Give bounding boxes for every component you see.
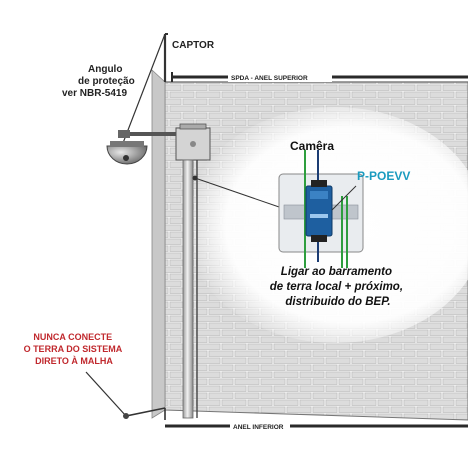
warning-text: NUNCA CONECTE O TERRA DO SISTEMA DIRETO … bbox=[24, 332, 125, 366]
protection-angle-label: Angulo de proteção ver NBR-5419 bbox=[62, 64, 137, 99]
spda-top-label: SPDA - ANEL SUPERIOR bbox=[231, 75, 308, 82]
device-pointer bbox=[331, 185, 357, 211]
device-detail bbox=[278, 150, 364, 268]
camera-label: Camêra bbox=[290, 139, 334, 153]
junction-box bbox=[175, 123, 211, 161]
spda-top-ring bbox=[171, 71, 468, 82]
zoom-leader-line bbox=[194, 177, 283, 209]
captor-label: CAPTOR bbox=[172, 40, 215, 51]
ground-connection bbox=[123, 407, 166, 420]
dome-camera bbox=[106, 130, 178, 165]
grounding-instruction: Ligar ao barramento de terra local + pró… bbox=[270, 266, 406, 308]
bottom-ring bbox=[165, 420, 468, 431]
conduit-pole bbox=[182, 159, 198, 419]
warning-pointer bbox=[85, 371, 127, 417]
captor-rod bbox=[163, 33, 168, 82]
zoom-point bbox=[192, 175, 198, 181]
device-label: P-POEVV bbox=[357, 169, 410, 183]
bottom-ring-label: ANEL INFERIOR bbox=[233, 424, 284, 431]
